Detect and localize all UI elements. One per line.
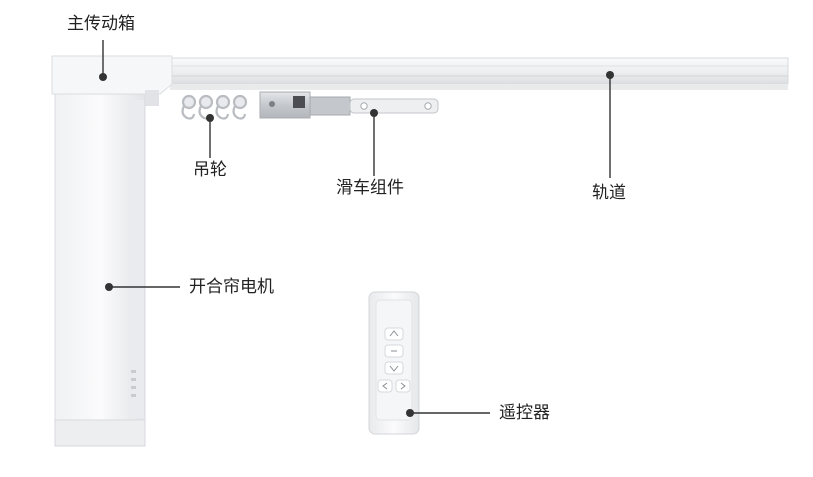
dot-pulley-assembly — [370, 109, 378, 117]
remote-control — [368, 291, 420, 435]
down-arrow-icon — [384, 361, 404, 375]
curtain-motor — [54, 93, 146, 447]
label-hanging-wheels: 吊轮 — [193, 160, 227, 180]
dot-curtain-motor — [105, 283, 113, 291]
right-arrow-icon — [395, 379, 411, 393]
pulley-assembly — [259, 91, 439, 119]
dot-remote-control — [406, 409, 414, 417]
up-arrow-icon — [384, 327, 404, 341]
hanging-wheels — [181, 94, 248, 120]
curtain-track — [159, 57, 789, 90]
label-main-gearbox: 主传动箱 — [67, 14, 135, 34]
dot-hanging-wheels — [206, 114, 214, 122]
left-arrow-icon — [377, 379, 393, 393]
leader-lines — [99, 40, 614, 417]
label-pulley-assembly: 滑车组件 — [336, 178, 404, 198]
main-gearbox — [51, 55, 173, 106]
dot-main-gearbox — [99, 73, 107, 81]
label-curtain-motor: 开合帘电机 — [189, 277, 274, 297]
label-track: 轨道 — [592, 183, 626, 203]
dot-track — [606, 71, 614, 79]
label-remote-control: 遥控器 — [499, 403, 550, 423]
pause-icon — [384, 344, 404, 358]
